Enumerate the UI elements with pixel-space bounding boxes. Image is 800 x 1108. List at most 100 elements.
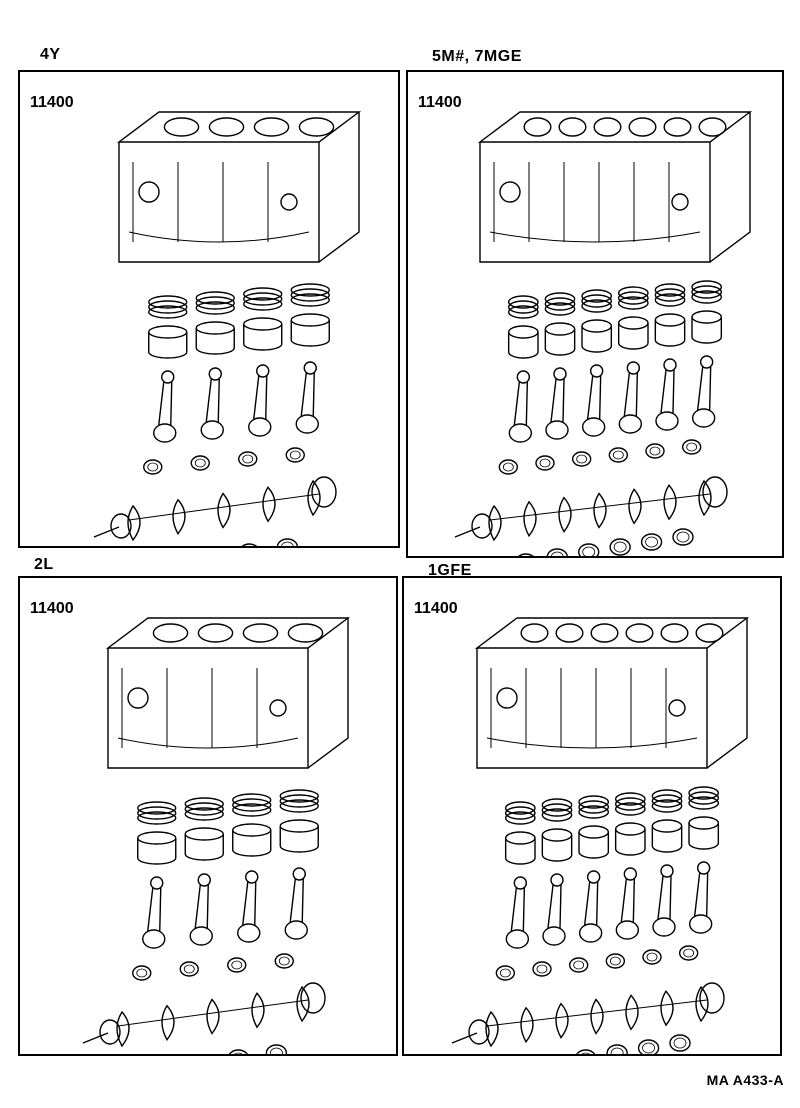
main-bearing-shell (228, 1050, 248, 1054)
piston-ring (582, 290, 611, 302)
bearing-shell (536, 456, 554, 470)
pistons (509, 281, 722, 358)
main-bearing-shell (670, 1035, 690, 1051)
bearing-bore (500, 182, 520, 202)
crank-axis (487, 1000, 707, 1026)
pistons (149, 284, 330, 358)
piston-skirt (506, 838, 535, 864)
crank-axis (490, 494, 710, 520)
bearing-inner (650, 447, 660, 455)
rod-small-end (627, 362, 639, 374)
piston-ring (692, 281, 721, 293)
reference-code: MA A433-A (706, 1072, 784, 1088)
rod-beam (658, 876, 671, 919)
piston-skirt (616, 829, 645, 855)
rod-small-end (198, 874, 210, 886)
cylinder-block (108, 618, 348, 768)
piston-ring (692, 291, 721, 303)
cylinder-bore (661, 624, 688, 642)
exploded-view-2l (20, 578, 396, 1054)
rod-beam (695, 873, 708, 916)
piston-ring (542, 809, 571, 821)
piston-ring (149, 301, 187, 313)
crank-web (699, 481, 711, 515)
rod-beam (206, 379, 219, 422)
piston-ring (545, 298, 574, 310)
main-bearing-shell (610, 539, 630, 555)
rod-small-end (591, 365, 603, 377)
bearing-inner (687, 443, 697, 451)
crank-web (173, 500, 185, 534)
bearings (144, 448, 305, 474)
rod-big-end (543, 927, 565, 945)
crank-web (626, 995, 638, 1029)
piston-crown (692, 311, 721, 323)
piston-ring (542, 804, 571, 816)
rod-beam (301, 373, 314, 416)
piston-crown (196, 322, 234, 334)
rod-beam (551, 379, 564, 422)
bearing-inner (137, 969, 147, 977)
crank-pulley-end (472, 514, 492, 538)
piston-ring (545, 303, 574, 315)
crank-flange (312, 477, 336, 507)
crank-snout (83, 1033, 108, 1043)
bearing-inner (232, 961, 242, 969)
piston-ring (138, 802, 176, 814)
piston-ring (619, 292, 648, 304)
rod-big-end (583, 418, 605, 436)
piston-ring (509, 306, 538, 318)
piston-ring (655, 289, 684, 301)
bearing-shell (643, 950, 661, 964)
pistons (138, 790, 319, 864)
piston-ring (509, 301, 538, 313)
engine-label-5m-7mge: 5M#, 7MGE (432, 48, 522, 65)
cylinder-bore (209, 118, 243, 136)
piston-crown (280, 820, 318, 832)
main-bearing-inner (580, 1053, 592, 1054)
piston-skirt (291, 320, 329, 346)
rod-small-end (588, 871, 600, 883)
bearing-shell (533, 962, 551, 976)
rod-small-end (151, 877, 163, 889)
cylinder-bore (591, 624, 618, 642)
piston-ring (616, 803, 645, 815)
rod-big-end (238, 924, 260, 942)
piston-ring (652, 800, 681, 812)
crank-pulley-end (111, 514, 131, 538)
rod-big-end (285, 921, 307, 939)
crank-web (297, 987, 309, 1021)
cylinder-bore (629, 118, 656, 136)
crank-web (218, 494, 230, 528)
piston-ring (506, 807, 535, 819)
piston-ring (689, 792, 718, 804)
piston-skirt (652, 826, 681, 852)
piston-ring (185, 798, 223, 810)
crank-web (162, 1006, 174, 1040)
piston-ring (689, 797, 718, 809)
bearings (496, 946, 697, 980)
block-deck (119, 112, 359, 142)
rod-big-end (616, 921, 638, 939)
rod-small-end (514, 877, 526, 889)
crank-web (117, 1012, 129, 1046)
cylinder-bore (243, 624, 277, 642)
rod-beam (514, 382, 527, 425)
bearing-inner (500, 969, 510, 977)
crank-pulley-end (100, 1020, 120, 1044)
rod-beam (290, 879, 303, 922)
exploded-view-5m-7mge (408, 72, 782, 556)
panel-2l: 11400 (18, 576, 398, 1056)
crank-flange (301, 983, 325, 1013)
main-bearing-shell (277, 539, 297, 546)
piston-ring (582, 300, 611, 312)
rod-beam (254, 376, 267, 419)
crankshaft (452, 983, 724, 1046)
block-skirt (487, 738, 697, 748)
rod-big-end (690, 915, 712, 933)
cylinder-bore (594, 118, 621, 136)
rod-big-end (656, 412, 678, 430)
crank-snout (455, 527, 480, 537)
bearing-inner (684, 949, 694, 957)
rod-small-end (551, 874, 563, 886)
